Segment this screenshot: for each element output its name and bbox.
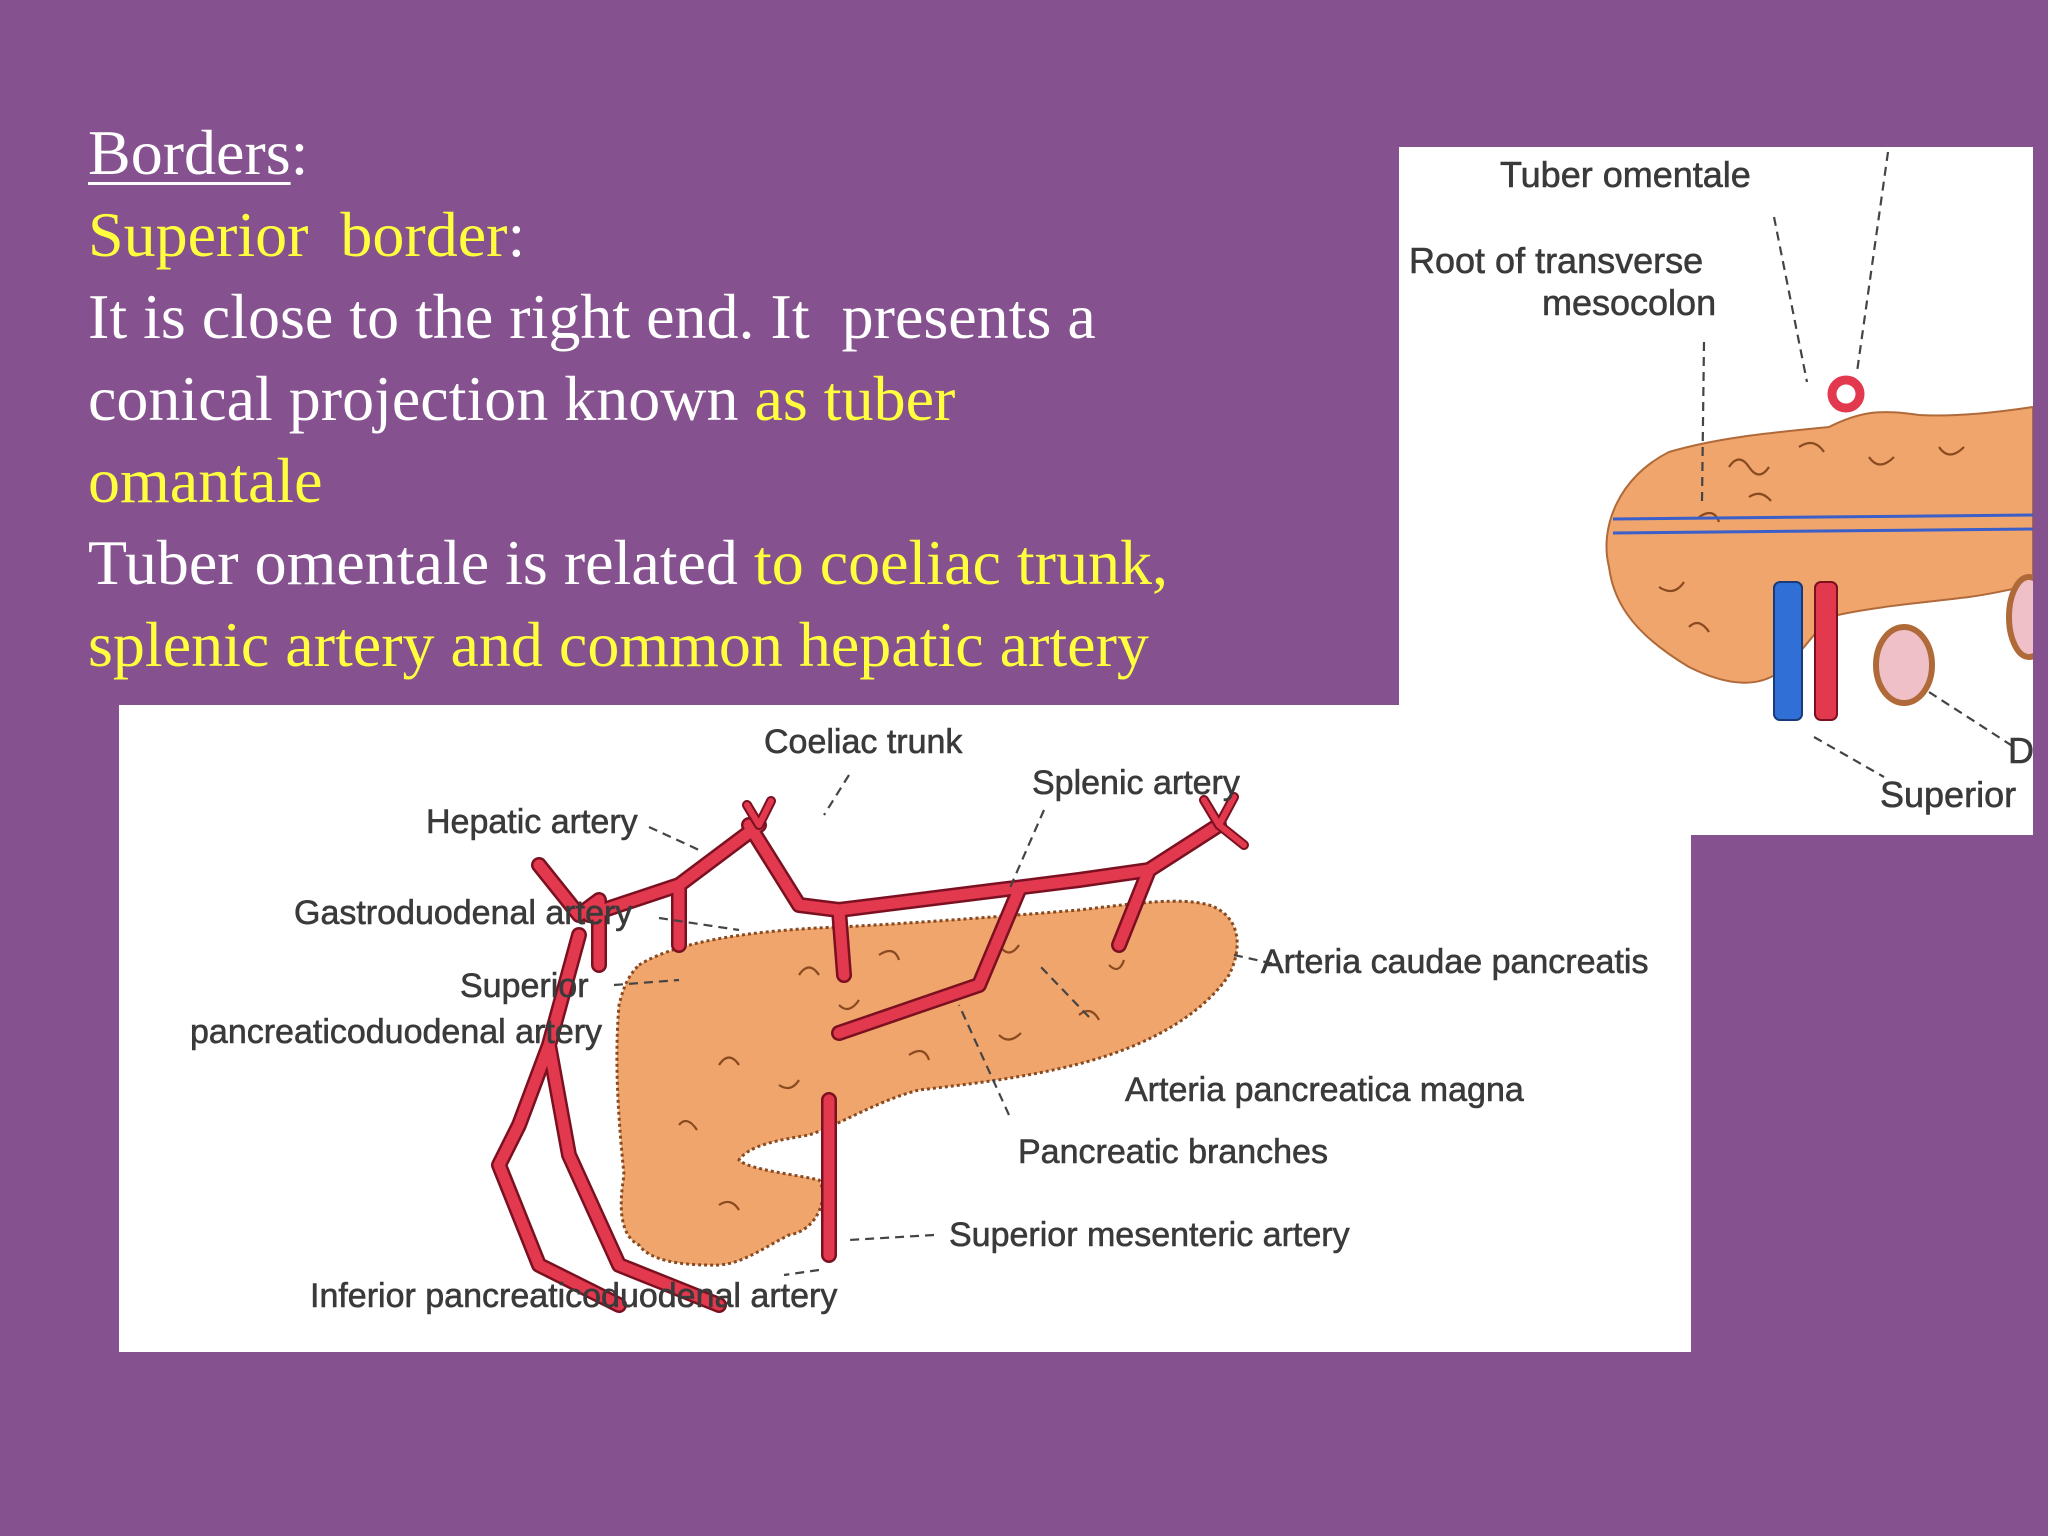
label-superior-pd-artery: pancreaticoduodenal artery (190, 1013, 602, 1051)
paragraph-line-1: It is close to the right end. It present… (88, 276, 1408, 358)
cut-artery-circle (1827, 375, 1865, 413)
paragraph-line-5: splenic artery and common hepatic artery (88, 604, 1408, 686)
pancreas-arteries-figure: Coeliac trunk Splenic artery Hepatic art… (119, 705, 1691, 1352)
leader-inferior-pd (783, 1268, 820, 1277)
label-mesocolon: mesocolon (1542, 282, 1716, 323)
leader-top-right (1855, 151, 1890, 373)
pancreas-outline (615, 899, 1239, 1267)
mesocolon-line-upper (1612, 513, 2033, 521)
leader-magna (1038, 964, 1090, 1018)
label-root-transverse: Root of transverse (1409, 240, 1703, 281)
cut-duct-ellipse (1873, 624, 1935, 706)
artery-network (491, 792, 1249, 1313)
label-pancreatic-branches: Pancreatic branches (1018, 1133, 1328, 1171)
paragraph-text-2a: conical projection known (88, 363, 755, 434)
leader-hepatic (648, 826, 700, 851)
superior-border-heading: Superior border (88, 199, 508, 270)
borders-colon: : (290, 117, 309, 188)
leader-branches (957, 1004, 1011, 1116)
leader-superior-pd (613, 978, 680, 987)
leader-d (1928, 691, 2015, 748)
label-inferior-pd: Inferior pancreaticoduodenal artery (310, 1277, 837, 1315)
paragraph-text-5: splenic artery and common hepatic artery (88, 609, 1149, 680)
paragraph-line-3: omantale (88, 440, 1408, 522)
paragraph-text-4a: Tuber omentale is related (88, 527, 754, 598)
pancreas-shape (1605, 405, 2033, 684)
label-superior: Superior (460, 967, 589, 1005)
leader-root-mesocolon (1700, 341, 1706, 503)
paragraph-text-3: omantale (88, 445, 323, 516)
label-splenic-artery: Splenic artery (1032, 764, 1240, 802)
leader-caudae (1233, 953, 1280, 967)
tuber-omentale-diagram: Tuber omentale Root of transverse mesoco… (1409, 151, 2033, 815)
vein-vessel (1773, 581, 1803, 721)
label-tuber-omentale: Tuber omentale (1500, 154, 1751, 195)
pancreas-arteries-diagram: Coeliac trunk Splenic artery Hepatic art… (190, 723, 1649, 1316)
paragraph-line-2: conical projection known as tuber (88, 358, 1408, 440)
mesocolon-line-lower (1612, 527, 2033, 535)
artery-vessel (1814, 581, 1838, 721)
label-gastroduodenal-artery: Gastroduodenal artery (294, 894, 632, 932)
borders-heading-line: Borders: (88, 112, 1408, 194)
leader-gastroduodenal (658, 916, 740, 932)
cut-organ-edge (2006, 574, 2033, 660)
label-arteria-caudae: Arteria caudae pancreatis (1261, 943, 1648, 981)
paragraph-text-1: It is close to the right end. It present… (88, 281, 1096, 352)
borders-heading: Borders (88, 117, 291, 188)
paragraph-line-4: Tuber omentale is related to coeliac tru… (88, 522, 1408, 604)
label-cut-superior: Superior (1880, 774, 2016, 815)
label-superior-mesenteric: Superior mesenteric artery (949, 1216, 1350, 1254)
superior-border-colon: : (507, 199, 526, 270)
leader-superior (1813, 736, 1885, 778)
label-coeliac-trunk: Coeliac trunk (764, 723, 963, 761)
superior-border-heading-line: Superior border: (88, 194, 1408, 276)
label-hepatic-artery: Hepatic artery (426, 803, 638, 841)
label-cut-d: D (2008, 730, 2033, 771)
leader-tuber-omentale (1772, 216, 1809, 383)
leader-sma (848, 1233, 935, 1242)
pancreas-texture (1658, 441, 1965, 633)
paragraph-text-4b: to coeliac trunk, (753, 527, 1168, 598)
paragraph-text-2b: as tuber (754, 363, 956, 434)
leader-coeliac (823, 774, 850, 816)
pancreas-texture (678, 944, 1126, 1211)
slide-text-block: Borders: Superior border: It is close to… (88, 112, 1408, 686)
label-arteria-magna: Arteria pancreatica magna (1125, 1071, 1524, 1109)
